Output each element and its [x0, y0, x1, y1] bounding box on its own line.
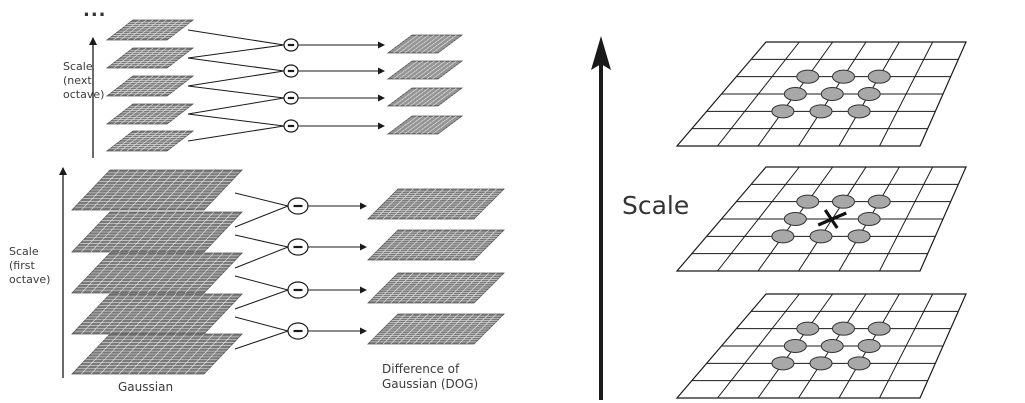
neighbor-disc — [847, 229, 871, 244]
next-octave-dog-stack — [386, 34, 464, 135]
first-octave-label-line-3: octave) — [9, 273, 51, 286]
neighbor-disc — [796, 321, 820, 336]
gaussian-label: Gaussian — [118, 380, 174, 394]
neighbor-disc — [820, 87, 844, 101]
neighbor-disc — [832, 69, 855, 84]
first-octave-scale-label: Scale (first octave) — [9, 245, 50, 287]
first-dog-image-4 — [367, 313, 505, 345]
neighbor-disc — [809, 104, 833, 119]
neighbor-disc — [847, 104, 871, 119]
neighbor-disc — [832, 194, 855, 209]
first-input-line-lower-3 — [234, 289, 289, 310]
next-dog-image-3 — [386, 87, 464, 107]
scale-axis-label: Scale — [622, 191, 690, 220]
next-octave-label-line-1: Scale — [63, 60, 93, 73]
first-octave-label-line-1: Scale — [9, 245, 39, 258]
first-input-line-upper-3 — [234, 275, 289, 291]
neighbor-disc — [783, 212, 807, 226]
first-octave-subtract-ops — [234, 192, 367, 350]
first-input-line-lower-4 — [234, 330, 289, 350]
neighbor-disc — [857, 339, 881, 353]
next-input-line-lower-3 — [187, 97, 285, 115]
current-scale-grid — [675, 166, 967, 272]
next-octave-label-line-2: (next — [63, 74, 92, 87]
first-gaussian-image-5 — [71, 333, 243, 375]
next-input-line-upper-2 — [187, 57, 285, 72]
next-input-line-lower-1 — [187, 44, 285, 59]
first-input-line-lower-1 — [234, 205, 289, 228]
dog-label-line-1: Difference of — [382, 362, 460, 376]
neighbor-disc — [809, 356, 833, 371]
first-input-line-lower-2 — [234, 246, 289, 269]
neighbor-disc — [771, 104, 795, 119]
next-gaussian-image-3 — [105, 75, 195, 97]
neighbor-disc — [867, 194, 891, 209]
dog-label-line-2: Gaussian (DOG) — [382, 377, 479, 391]
next-gaussian-image-5 — [105, 130, 195, 152]
first-octave-label-line-2: (first — [9, 259, 35, 272]
first-input-line-upper-4 — [234, 316, 289, 332]
first-dog-image-3 — [367, 272, 505, 304]
next-input-line-lower-4 — [187, 125, 285, 142]
next-input-line-upper-3 — [187, 85, 285, 99]
more-octaves-ellipsis: ... — [83, 0, 107, 21]
neighbor-disc — [796, 69, 820, 84]
first-gaussian-image-2 — [71, 211, 243, 253]
neighbor-disc — [867, 69, 891, 84]
neighbor-disc — [783, 339, 807, 353]
first-octave-dog-stack — [367, 188, 505, 345]
next-subtract-op-1 — [283, 38, 299, 52]
next-input-line-lower-2 — [187, 70, 285, 87]
left-pyramid-diagram — [59, 19, 505, 378]
next-octave-scale-label: Scale (next octave) — [63, 60, 104, 102]
dog-label: Difference of Gaussian (DOG) — [382, 362, 478, 392]
first-dog-image-1 — [367, 188, 505, 220]
next-input-line-upper-4 — [187, 113, 285, 127]
right-extrema-diagram — [591, 36, 967, 400]
first-input-line-upper-1 — [234, 192, 289, 207]
first-octave-gaussian-stack — [71, 169, 243, 375]
next-dog-image-2 — [386, 60, 464, 80]
neighbor-disc — [771, 229, 795, 244]
lower-scale-grid — [675, 293, 967, 399]
next-octave-gaussian-stack — [105, 19, 195, 152]
next-gaussian-image-4 — [105, 103, 195, 125]
first-gaussian-image-4 — [71, 293, 243, 335]
first-subtract-op-4 — [287, 322, 309, 340]
neighbor-disc — [771, 356, 795, 371]
neighbor-disc — [809, 229, 833, 244]
neighbor-disc — [867, 321, 891, 336]
next-octave-subtract-ops — [187, 29, 385, 142]
first-gaussian-image-1 — [71, 169, 243, 211]
neighbor-disc — [783, 87, 807, 101]
first-dog-image-2 — [367, 229, 505, 261]
first-gaussian-image-3 — [71, 252, 243, 294]
first-input-line-upper-2 — [234, 234, 289, 248]
first-subtract-op-3 — [287, 281, 309, 299]
scale-axis-arrowhead — [591, 36, 611, 70]
next-octave-label-line-3: octave) — [63, 88, 105, 101]
neighbor-disc — [832, 321, 855, 336]
next-dog-image-1 — [386, 34, 464, 54]
neighbor-disc — [820, 339, 844, 353]
next-subtract-op-3 — [283, 91, 299, 105]
next-dog-image-4 — [386, 115, 464, 135]
first-subtract-op-1 — [287, 197, 309, 215]
upper-scale-grid — [675, 41, 967, 147]
first-subtract-op-2 — [287, 238, 309, 256]
next-gaussian-image-2 — [105, 47, 195, 69]
next-subtract-op-2 — [283, 64, 299, 78]
neighbor-disc — [857, 212, 881, 226]
next-subtract-op-4 — [283, 119, 299, 133]
next-gaussian-image-1 — [105, 19, 195, 41]
next-input-line-upper-1 — [187, 29, 285, 46]
neighbor-disc — [847, 356, 871, 371]
sample-point-x-marker — [817, 209, 847, 229]
neighbor-disc — [796, 194, 820, 209]
neighbor-disc — [857, 87, 881, 101]
